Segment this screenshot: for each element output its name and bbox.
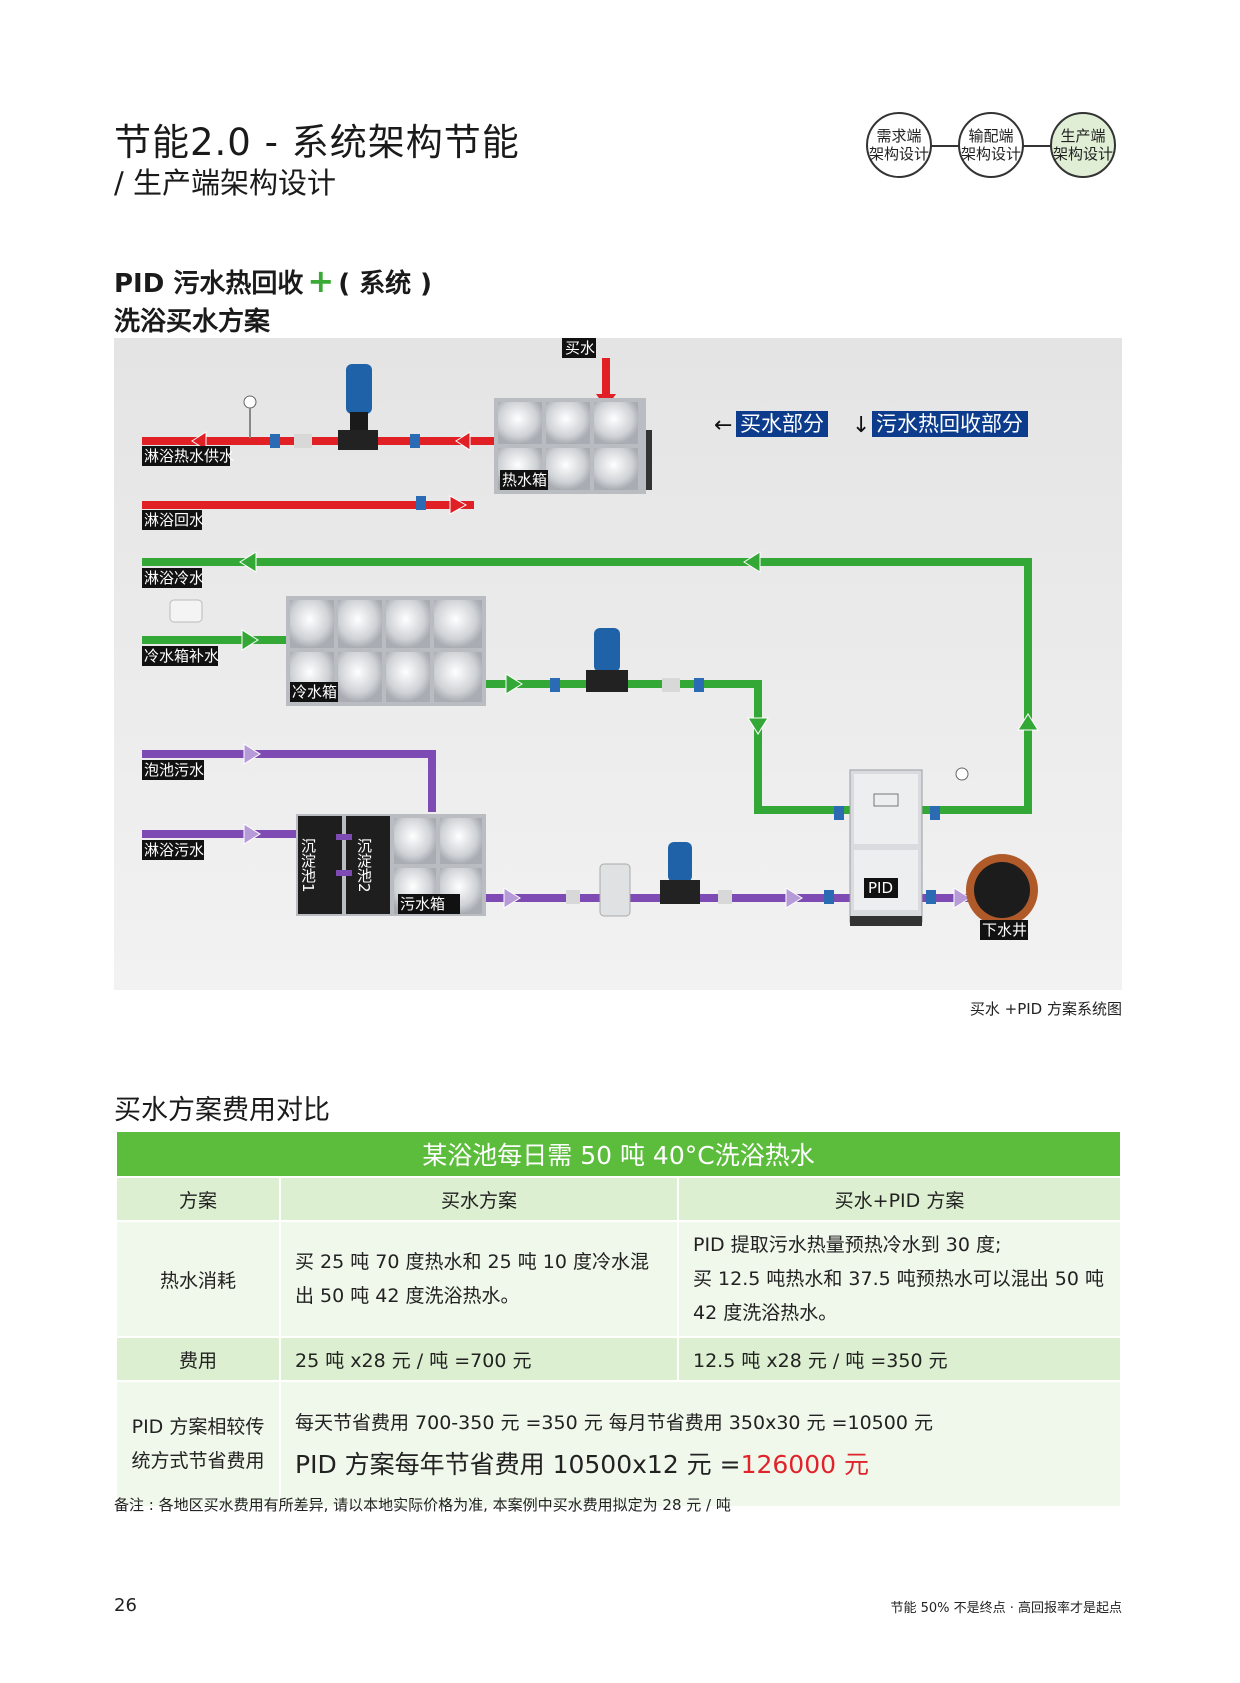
section-title-2: 洗浴买水方案 — [114, 307, 271, 337]
sewage-to-pid-pipe — [486, 842, 974, 917]
footer-slogan: 节能 50% 不是终点 · 高回报率才是起点 — [890, 1601, 1122, 1616]
cell-buy-consumption: 买 25 吨 70 度热水和 25 吨 10 度冷水混出 50 吨 42 度洗浴… — [279, 1220, 679, 1338]
cold-tank-label: 冷水箱 — [292, 683, 337, 701]
cold-refill-pipe — [142, 599, 292, 651]
hot-supply-pipe — [142, 431, 504, 451]
pid-label: PID — [868, 879, 893, 897]
cold-refill-label: 冷水箱补水 — [144, 647, 219, 665]
saving-daily-monthly: 每天节省费用 700-350 元 =350 元 每月节省费用 350x30 元 … — [295, 1411, 933, 1434]
cost-comparison-table: 某浴池每日需 50 吨 40°C洗浴热水 方案 买水方案 买水+PID 方案 热… — [115, 1130, 1122, 1508]
row-label-saving: PID 方案相较传统方式节省费用 — [115, 1380, 281, 1508]
col-buy-pid: 买水+PID 方案 — [677, 1176, 1122, 1222]
row-label-cost: 费用 — [115, 1336, 281, 1382]
cell-pid-cost: 12.5 吨 x28 元 / 吨 =350 元 — [677, 1336, 1122, 1382]
cell-saving: 每天节省费用 700-350 元 =350 元 每月节省费用 350x30 元 … — [279, 1380, 1122, 1508]
saving-yearly: PID 方案每年节省费用 10500x12 元 =126000 元 — [295, 1449, 869, 1479]
page-subtitle: / 生产端架构设计 — [114, 166, 336, 200]
sewage-tank — [296, 814, 486, 916]
table-row: 费用 25 吨 x28 元 / 吨 =700 元 12.5 吨 x28 元 / … — [115, 1336, 1122, 1382]
saving-yearly-value: 126000 元 — [740, 1449, 869, 1479]
drain-well — [966, 854, 1038, 926]
pool-sewage-label: 泡池污水 — [144, 761, 204, 779]
page-number: 26 — [114, 1595, 137, 1616]
hot-supply-label: 淋浴热水供水 — [144, 447, 234, 465]
legend-recovery-part: 污水热回收部分 — [876, 412, 1023, 436]
col-plan: 方案 — [115, 1176, 281, 1222]
diagram-caption: 买水 +PID 方案系统图 — [969, 1000, 1122, 1018]
shower-sewage-pipe — [142, 823, 298, 845]
step-connector — [930, 145, 960, 147]
col-buy: 买水方案 — [279, 1176, 679, 1222]
settle1-label: 沉淀池1 — [299, 838, 317, 893]
buy-water-label-bg — [562, 338, 596, 358]
table-row: 热水消耗 买 25 吨 70 度热水和 25 吨 10 度冷水混出 50 吨 4… — [115, 1220, 1122, 1338]
down-arrow-icon: ↓ — [852, 413, 870, 438]
section-title: PID 污水热回收+( 系统 ) — [114, 262, 433, 300]
step-connector — [1022, 145, 1052, 147]
sewage-tank-label: 污水箱 — [400, 895, 445, 913]
cell-buy-cost: 25 吨 x28 元 / 吨 =700 元 — [279, 1336, 679, 1382]
table-row: PID 方案相较传统方式节省费用 每天节省费用 700-350 元 =350 元… — [115, 1380, 1122, 1508]
drain-well-label: 下水井 — [982, 921, 1027, 939]
table-title: 某浴池每日需 50 吨 40°C洗浴热水 — [115, 1130, 1122, 1178]
plus-icon: + — [307, 262, 335, 300]
cost-section-title: 买水方案费用对比 — [114, 1095, 330, 1126]
shower-sewage-label: 淋浴污水 — [144, 841, 204, 859]
table-title-row: 某浴池每日需 50 吨 40°C洗浴热水 — [115, 1130, 1122, 1178]
pool-sewage-pipe — [142, 743, 436, 812]
footnote: 备注 : 各地区买水费用有所差异, 请以本地实际价格为准, 本案例中买水费用拟定… — [114, 1496, 731, 1514]
cold-water-label: 淋浴冷水 — [144, 569, 204, 587]
page-title: 节能2.0 - 系统架构节能 — [114, 121, 520, 164]
row-label-consumption: 热水消耗 — [115, 1220, 281, 1338]
hot-tank-label: 热水箱 — [502, 471, 547, 489]
step-production: 生产端架构设计 — [1050, 112, 1116, 178]
system-diagram: 买水 淋浴热水供水 淋浴回水 热水箱 淋浴冷水 冷水箱补水 冷水箱 泡池污水 淋… — [114, 338, 1122, 990]
hot-return-label: 淋浴回水 — [144, 511, 204, 529]
cell-pid-consumption: PID 提取污水热量预热冷水到 30 度; 买 12.5 吨热水和 37.5 吨… — [677, 1220, 1122, 1338]
buy-water-label: 买水 — [565, 339, 595, 357]
table-header-row: 方案 买水方案 买水+PID 方案 — [115, 1176, 1122, 1222]
step-distribution: 输配端架构设计 — [958, 112, 1024, 178]
settle2-label: 沉淀池2 — [355, 838, 373, 893]
hot-return-pipe — [142, 495, 474, 515]
legend-buy-part: 买水部分 — [740, 412, 824, 436]
architecture-steps: 需求端架构设计 输配端架构设计 生产端架构设计 — [866, 112, 1126, 184]
diagram-legend: ← 买水部分 ↓ 污水热回收部分 — [714, 411, 1028, 438]
cold-to-pid-pipe — [486, 628, 769, 814]
left-arrow-icon: ← — [714, 413, 732, 438]
step-demand: 需求端架构设计 — [866, 112, 932, 178]
hot-pump — [243, 364, 426, 510]
